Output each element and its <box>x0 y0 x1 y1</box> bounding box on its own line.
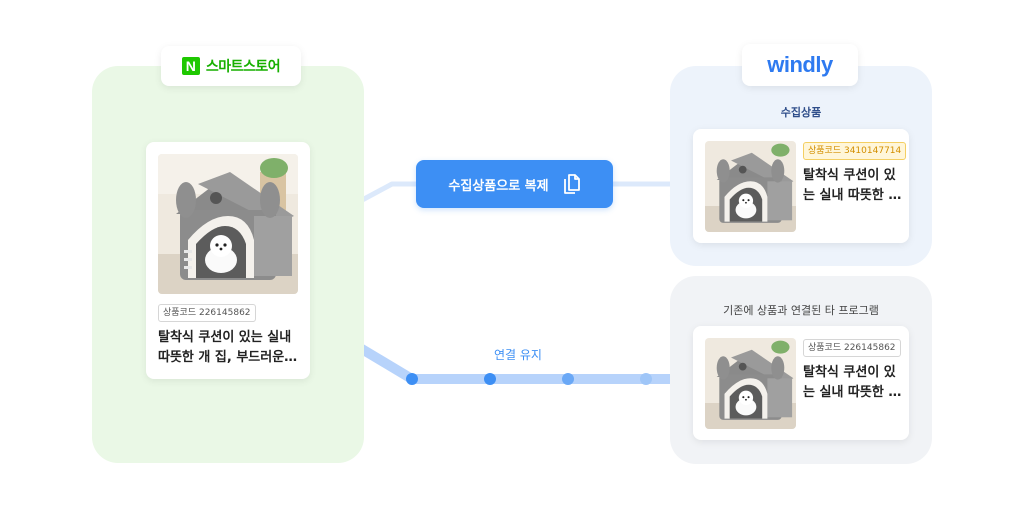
product-code-badge: 상품코드 226145862 <box>803 339 901 357</box>
smartstore-name: 스마트스토어 <box>206 56 280 76</box>
link-dot <box>562 373 574 385</box>
product-image <box>158 154 298 294</box>
copy-button-label: 수집상품으로 복제 <box>448 175 548 194</box>
windly-brand-pill: windly <box>742 44 858 86</box>
product-title: 탈착식 쿠션이 있는 실내 따뜻한 개 집 <box>803 363 903 403</box>
product-code-badge: 상품코드 3410147714 <box>803 142 906 160</box>
product-title: 탈착식 쿠션이 있는 실내 따뜻한 개 집 <box>803 166 903 206</box>
copy-to-collected-button[interactable]: 수집상품으로 복제 <box>416 160 613 208</box>
product-image <box>705 338 796 429</box>
keep-link-label: 연결 유지 <box>470 346 566 363</box>
windly-logo: windly <box>767 52 832 78</box>
linked-section-title: 기존에 상품과 연결된 타 프로그램 <box>670 302 932 318</box>
naver-logo-icon: N <box>182 57 200 75</box>
product-image <box>705 141 796 232</box>
source-product-card: 상품코드 226145862 탈착식 쿠션이 있는 실내 따뜻한 개 집, 부드… <box>146 142 310 379</box>
product-code-badge: 상품코드 226145862 <box>158 304 256 322</box>
collected-product-card: 상품코드 3410147714 탈착식 쿠션이 있는 실내 따뜻한 개 집 <box>693 129 909 243</box>
copy-icon <box>563 173 581 195</box>
link-dot <box>406 373 418 385</box>
linked-product-card: 상품코드 226145862 탈착식 쿠션이 있는 실내 따뜻한 개 집 <box>693 326 909 440</box>
link-dot <box>484 373 496 385</box>
smartstore-brand-pill: N 스마트스토어 <box>161 46 301 86</box>
collected-section-title: 수집상품 <box>670 104 932 120</box>
product-title: 탈착식 쿠션이 있는 실내 따뜻한 개 집, 부드러운 개 집 <box>158 328 300 368</box>
link-dot <box>640 373 652 385</box>
